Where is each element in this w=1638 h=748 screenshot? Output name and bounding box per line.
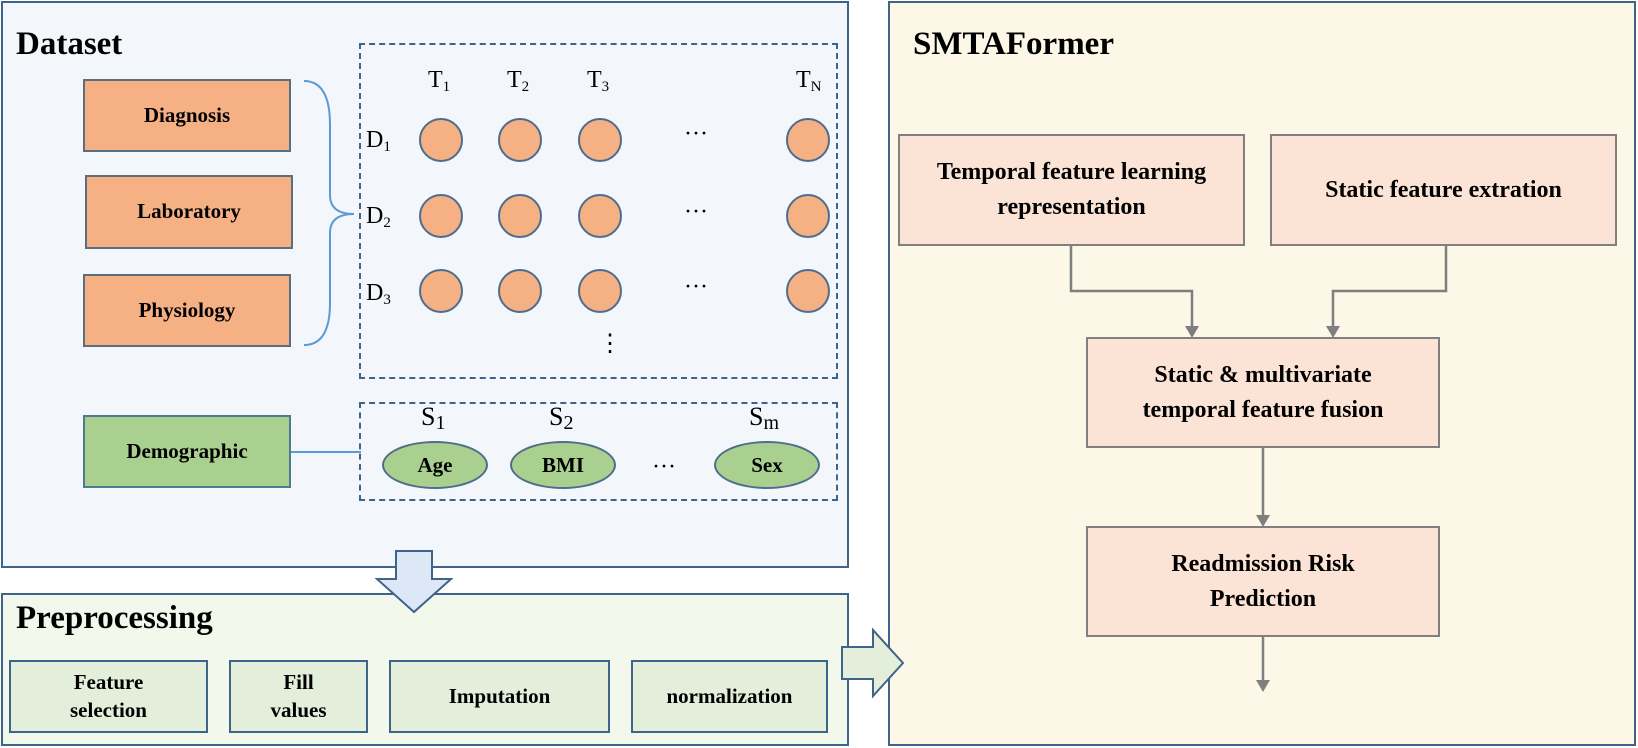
preprocessing-title: Preprocessing [16,600,213,636]
feature-circle [578,269,622,313]
feature-selection-box: Feature selection [9,660,208,733]
feature-circle [786,118,830,162]
age-oval: Age [382,441,488,489]
feature-circle [498,269,542,313]
time-label-1: T1 [428,67,451,95]
feature-circle [578,194,622,238]
static-label-m: Sm [749,402,780,434]
time-label-3: T3 [587,67,610,95]
imputation-box: Imputation [389,660,610,733]
arrowhead-icon [1256,680,1270,692]
dataset-title: Dataset [16,26,123,62]
vertical-ellipsis: ⋮ [598,331,622,357]
laboratory-box: Laboratory [85,175,293,249]
feature-circle [498,118,542,162]
static-to-fusion-connector [1331,246,1448,328]
diagnosis-box: Diagnosis [83,79,291,152]
prediction-box: Readmission Risk Prediction [1086,526,1440,637]
fill-values-box: Fill values [229,660,368,733]
temporal-feature-box: Temporal feature learning representation [898,134,1245,246]
temporal-to-fusion-connector [1069,246,1194,328]
horizontal-ellipsis: ··· [684,199,708,225]
feature-circle [786,269,830,313]
right-arrow-icon [841,627,905,699]
fusion-box: Static & multivariate temporal feature f… [1086,337,1440,448]
row-label-1: D1 [366,127,391,155]
feature-circle [498,194,542,238]
row-label-3: D3 [366,280,391,308]
normalization-box: normalization [631,660,828,733]
feature-circle [419,269,463,313]
smtaformer-title: SMTAFormer [913,26,1114,62]
horizontal-ellipsis: ··· [684,121,708,147]
feature-circle [419,118,463,162]
arrowhead-icon [1326,326,1340,338]
demographic-box: Demographic [83,415,291,488]
horizontal-ellipsis: ··· [652,454,676,480]
time-label-n: TN [796,67,822,95]
feature-circle [786,194,830,238]
static-feature-box: Static feature extration [1270,134,1617,246]
horizontal-ellipsis: ··· [684,274,708,300]
bmi-oval: BMI [510,441,616,489]
feature-circle [419,194,463,238]
feature-circle [578,118,622,162]
static-label-1: S1 [421,402,446,434]
sex-oval: Sex [714,441,820,489]
temporal-matrix-region [359,43,838,379]
static-label-2: S2 [549,402,574,434]
physiology-box: Physiology [83,274,291,347]
down-arrow-icon [374,550,454,614]
arrowhead-icon [1185,326,1199,338]
time-label-2: T2 [507,67,530,95]
arrowhead-icon [1256,515,1270,527]
row-label-2: D2 [366,203,391,231]
category-brace [303,80,355,346]
